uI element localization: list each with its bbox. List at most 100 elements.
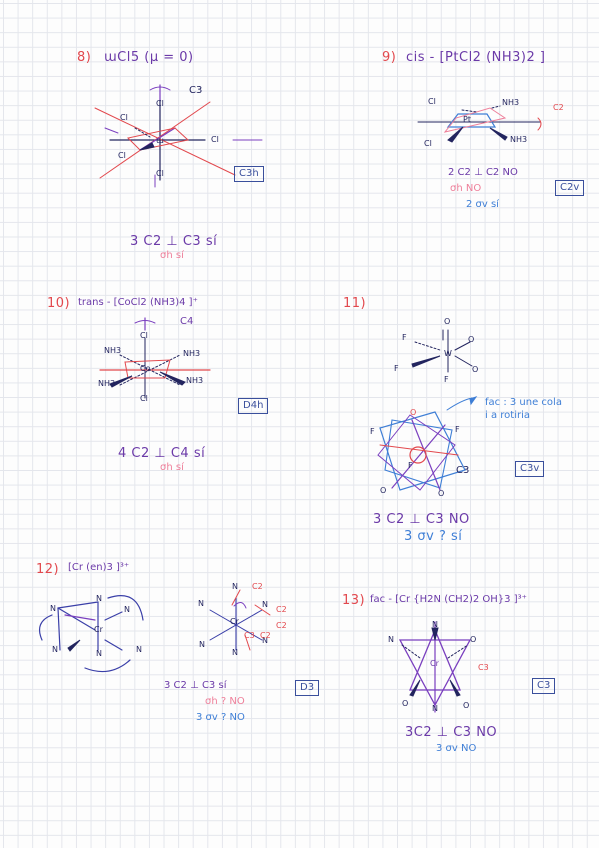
p13-atom-label-n-bottom: N	[432, 704, 438, 713]
p13-number: 13)	[342, 593, 366, 608]
p8-central-atom: ɯ	[156, 136, 164, 145]
p12-atom-label-n2: N	[50, 604, 56, 613]
p12-atom-label-n4: N	[52, 645, 58, 654]
p9-result-line2: σh NO	[450, 183, 482, 194]
p12-result-line1: 3 C2 ⊥ C3 sí	[164, 680, 227, 691]
p11-number: 11)	[343, 296, 367, 311]
p12-result-line2: σh ? NO	[205, 696, 245, 707]
p8-result-line2: σh sí	[160, 250, 184, 261]
p13-molecule-sketch	[398, 621, 472, 713]
p11-sym-label-f3: F	[408, 461, 413, 470]
p12-axis-label-4: C2	[260, 631, 271, 640]
p8-point-group-box: C3h	[234, 166, 264, 182]
p11-atom-label-o1: O	[444, 317, 451, 326]
p11-axis-label: C3	[456, 465, 470, 476]
p12-molecule-sketch	[39, 595, 144, 673]
p12-axes-n-top: N	[232, 582, 238, 591]
p10-axis-label: C4	[180, 316, 194, 327]
p13-result-line2: 3 σv NO	[436, 743, 477, 754]
p12-axes-sketch	[209, 589, 271, 651]
p10-atom-label-nh3-upper-left: NH3	[104, 346, 122, 355]
p11-molecule-sketch	[411, 329, 473, 373]
p9-formula: cis - [PtCl2 (NH3)2 ]	[406, 50, 546, 65]
p11-sym-label-o2: O	[380, 486, 387, 495]
p8-atom-label-right: Cl	[211, 135, 219, 144]
p11-point-group-box: C3v	[515, 461, 545, 477]
p13-formula: fac - [Cr {H2N (CH2)2 OH}3 ]³⁺	[370, 594, 527, 605]
p11-result-line1: 3 C2 ⊥ C3 NO	[373, 512, 470, 527]
p10-atom-label-nh3-lower-right: NH3	[186, 376, 204, 385]
p11-atom-label-f1: F	[402, 333, 407, 342]
p9-point-group-box: C2v	[555, 180, 585, 196]
p9-atom-label-cl-top: Cl	[428, 97, 436, 106]
p12-central-atom: Cr	[94, 625, 103, 634]
p12-point-group-box: D3	[295, 680, 320, 696]
p12-axis-label-1: C2	[252, 582, 263, 591]
p12-atom-label-n5: N	[136, 645, 142, 654]
p12-axis-label-2: C2	[276, 605, 287, 614]
p11-symmetry-sketch	[377, 396, 478, 491]
p12-result-line3: 3 σv ? NO	[196, 712, 245, 723]
p13-atom-label-o-right: O	[470, 635, 477, 644]
p9-number: 9)	[382, 50, 397, 65]
p11-sym-label-f2: F	[455, 425, 460, 434]
p11-atom-label-f2: F	[394, 364, 399, 373]
p12-number: 12)	[36, 562, 60, 577]
p12-atom-label-n3: N	[124, 605, 130, 614]
p9-atom-label-nh3-bottom: NH3	[510, 135, 528, 144]
p13-axis-label: C3	[478, 663, 489, 672]
p9-molecule-sketch	[417, 105, 542, 143]
p11-sym-label-f1: F	[370, 427, 375, 436]
p12-atom-label-n6: N	[96, 649, 102, 658]
p11-atom-label-o2: O	[468, 335, 475, 344]
p9-atom-label-nh3-top: NH3	[502, 98, 520, 107]
p10-formula: trans - [CoCl2 (NH3)4 ]⁺	[78, 297, 198, 308]
p9-central-atom: Pt	[463, 115, 471, 124]
p10-molecule-sketch	[99, 317, 211, 399]
p8-formula: ɯCl5 (μ = 0)	[104, 50, 194, 65]
p12-axis-label-3: C2	[276, 621, 287, 630]
p9-atom-label-cl-bottom: Cl	[424, 139, 432, 148]
p12-axes-n-lower-left: N	[199, 640, 205, 649]
p9-result-line1: 2 C2 ⊥ C2 NO	[448, 167, 518, 178]
p10-result-line1: 4 C2 ⊥ C4 sí	[118, 446, 206, 461]
p10-number: 10)	[47, 296, 71, 311]
p8-atom-label-bottom: Cl	[156, 169, 164, 178]
p12-axes-n-lower-right: N	[262, 636, 268, 645]
p12-atom-label-n1: N	[96, 594, 102, 603]
p11-atom-label-f3: F	[444, 375, 449, 384]
p11-note-line2: i a rotiria	[485, 410, 530, 421]
p8-atom-label-top: Cl	[156, 99, 164, 108]
p13-atom-label-o-lower-right: O	[463, 701, 470, 710]
p9-axis-label: C2	[553, 103, 564, 112]
p11-result-line2: 3 σv ? sí	[404, 529, 463, 544]
p8-number: 8)	[77, 50, 92, 65]
p10-atom-label-nh3-upper-right: NH3	[183, 349, 201, 358]
p12-axes-n-right: N	[262, 600, 268, 609]
p13-atom-label-n-top: N	[432, 620, 438, 629]
p11-central-atom: W	[444, 349, 452, 358]
p13-result-line1: 3C2 ⊥ C3 NO	[405, 725, 498, 740]
p13-point-group-box: C3	[532, 678, 556, 694]
p11-sym-label-o1: O	[410, 408, 417, 417]
p12-axes-central-atom: Cr	[230, 617, 239, 626]
p12-axis-label-c3: C3	[244, 631, 255, 640]
p10-point-group-box: D4h	[238, 398, 269, 414]
p8-atom-label-lower-left: Cl	[118, 151, 126, 160]
p13-central-atom: Cr	[430, 659, 439, 668]
p13-atom-label-o-lower-left: O	[402, 699, 409, 708]
p10-atom-label-cl-top: Cl	[140, 331, 148, 340]
p11-note-line1: fac : 3 une cola	[485, 397, 562, 408]
p10-central-atom: Co	[140, 364, 151, 373]
p10-atom-label-cl-bottom: Cl	[140, 394, 148, 403]
p8-atom-label-left: Cl	[120, 113, 128, 122]
p10-atom-label-nh3-lower-left: NH3	[98, 379, 116, 388]
p8-molecule-sketch	[94, 84, 263, 188]
p8-axis-label: C3	[189, 85, 203, 96]
p13-atom-label-n-left: N	[388, 635, 394, 644]
p11-sym-label-o3: O	[438, 489, 445, 498]
p12-axes-n-left: N	[198, 599, 204, 608]
p9-result-line3: 2 σv sí	[466, 199, 499, 210]
p12-axes-n-bottom: N	[232, 648, 238, 657]
